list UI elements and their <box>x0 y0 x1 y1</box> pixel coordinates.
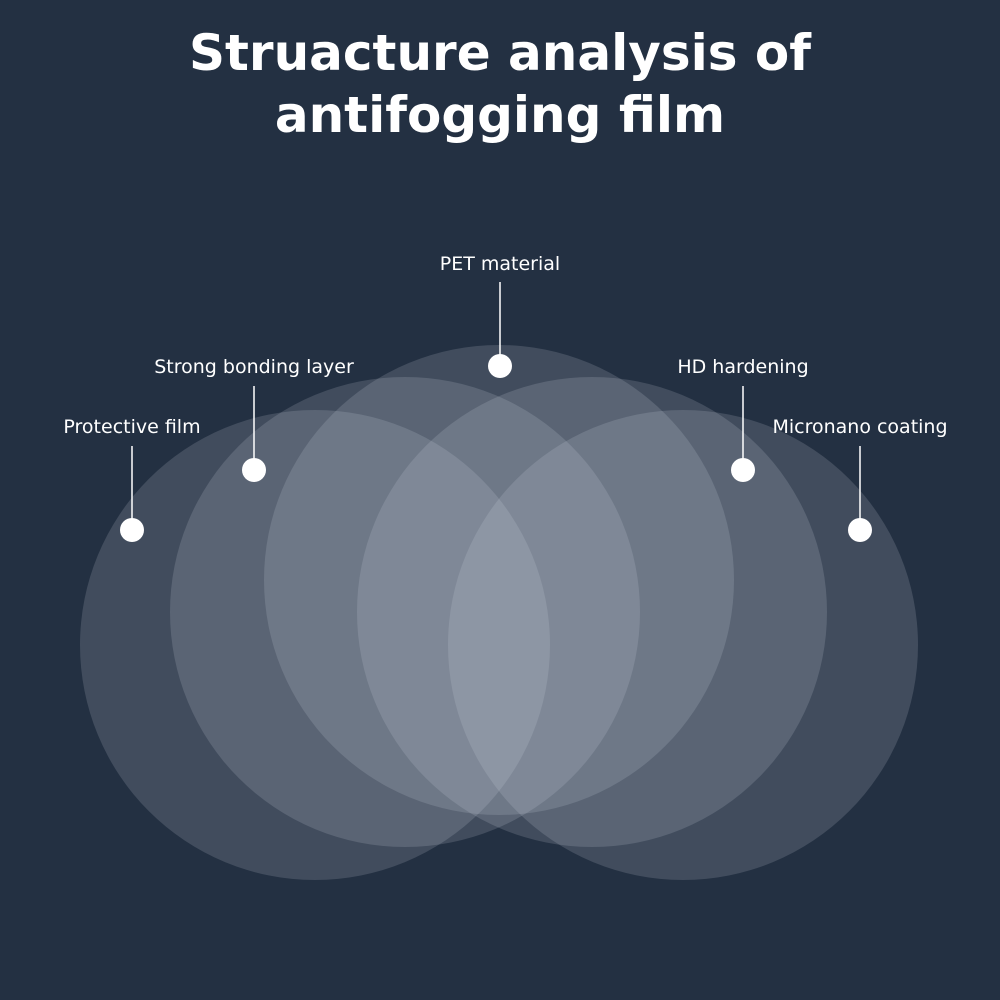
hd-hardening-circle <box>357 377 827 847</box>
strong-bonding-layer-marker <box>242 458 266 482</box>
layer-connectors <box>131 282 861 530</box>
micronano-coating-label: Micronano coating <box>772 416 947 438</box>
strong-bonding-layer-label: Strong bonding layer <box>154 356 354 378</box>
micronano-coating-circle <box>448 410 918 880</box>
pet-material-label: PET material <box>440 253 560 275</box>
micronano-coating-marker <box>848 518 872 542</box>
pet-material-marker <box>488 354 512 378</box>
layer-markers <box>120 354 872 542</box>
protective-film-marker <box>120 518 144 542</box>
hd-hardening-marker <box>731 458 755 482</box>
layer-labels: Protective film Strong bonding layer PET m… <box>63 253 947 438</box>
pet-material-circle <box>264 345 734 815</box>
layer-circles <box>80 345 918 880</box>
protective-film-label: Protective film <box>63 416 200 438</box>
title-line-2: antifogging film <box>274 86 726 144</box>
title-line-1: Struacture analysis of <box>189 24 811 82</box>
page-title: Struacture analysis of antifogging film <box>0 22 1000 146</box>
protective-film-circle <box>80 410 550 880</box>
strong-bonding-layer-circle <box>170 377 640 847</box>
hd-hardening-label: HD hardening <box>677 356 808 378</box>
